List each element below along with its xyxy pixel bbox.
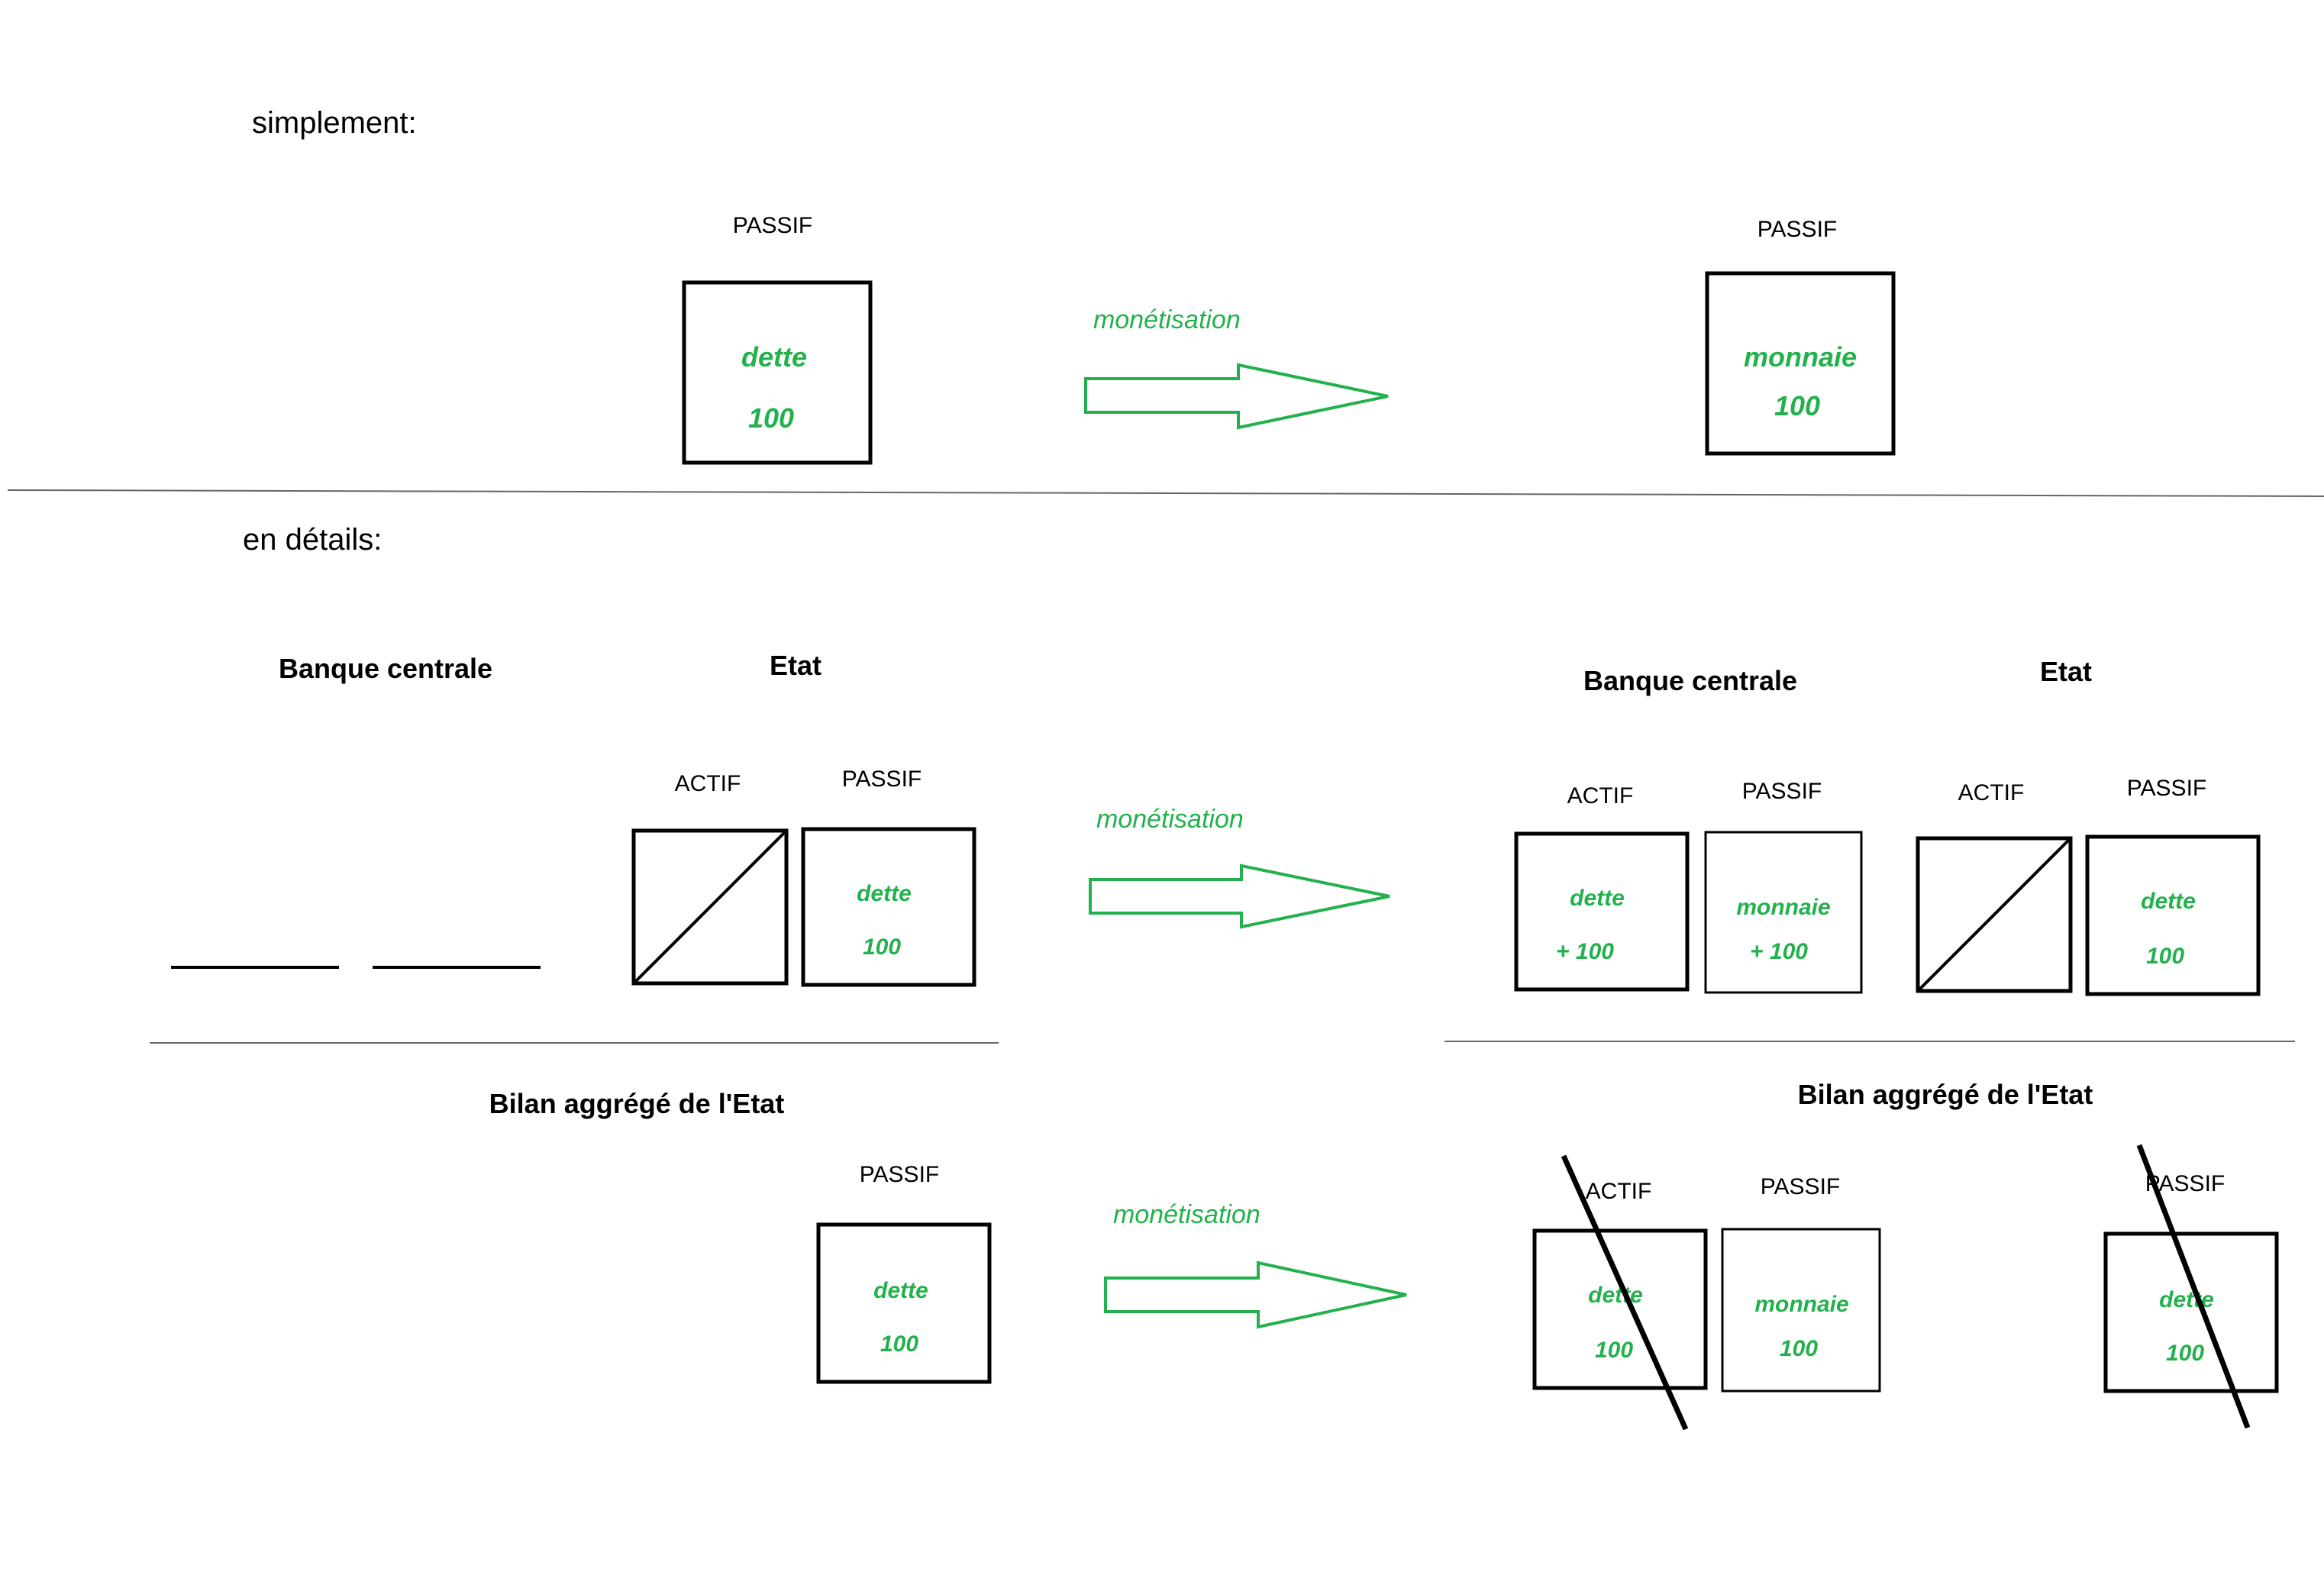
detail-after-banque-actif-value: + 100 bbox=[1556, 939, 1614, 964]
intro-detail-label: en détails: bbox=[243, 523, 382, 557]
arrow-right-icon bbox=[1104, 1260, 1407, 1329]
detail-before-etat-passif-box bbox=[801, 827, 976, 987]
detail-after-etat-passif-box bbox=[2085, 834, 2261, 996]
aggregate-after-passif2-item: dette bbox=[2159, 1287, 2214, 1312]
strike-through-line bbox=[1561, 1154, 1689, 1431]
arrow-label-2: monétisation bbox=[1096, 805, 1244, 834]
detail-after-banque-passif-header: PASSIF bbox=[1742, 779, 1822, 804]
strike-through-line bbox=[2136, 1144, 2251, 1429]
aggregate-after-passif2-box bbox=[2103, 1231, 2279, 1393]
empty-actif-diagonal bbox=[632, 829, 788, 985]
aggregate-after-passif-header: PASSIF bbox=[1761, 1174, 1840, 1199]
detail-after-banque-passif-box bbox=[1704, 831, 1863, 994]
simple-after-value: 100 bbox=[1774, 390, 1820, 421]
detail-before-etat-item: dette bbox=[857, 881, 912, 906]
arrow-right-icon bbox=[1084, 363, 1389, 430]
detail-before-etat-actif-box bbox=[631, 828, 789, 986]
detail-after-banque-actif-header: ACTIF bbox=[1567, 783, 1634, 809]
detail-before-etat-title: Etat bbox=[770, 650, 821, 681]
aggregate-after-passif-item: monnaie bbox=[1754, 1292, 1848, 1317]
detail-after-etat-value: 100 bbox=[2146, 944, 2184, 969]
aggregate-before-item: dette bbox=[873, 1278, 928, 1303]
simple-before-item: dette bbox=[741, 341, 807, 373]
aggregate-before-passif-box bbox=[816, 1222, 992, 1384]
simple-before-passif-header: PASSIF bbox=[733, 213, 812, 238]
detail-after-banque-actif-box bbox=[1514, 831, 1690, 992]
simple-after-passif-header: PASSIF bbox=[1758, 217, 1837, 242]
detail-after-banque-actif-item: dette bbox=[1570, 886, 1625, 911]
aggregate-after-passif-value: 100 bbox=[1780, 1336, 1818, 1361]
arrow-label-1: monétisation bbox=[1093, 305, 1241, 334]
aggregate-after-title: Bilan aggrégé de l'Etat bbox=[1798, 1079, 2093, 1110]
simple-after-passif-box bbox=[1705, 271, 1896, 456]
aggregate-after-actif-value: 100 bbox=[1595, 1338, 1633, 1363]
aggregate-after-actif-header: ACTIF bbox=[1586, 1179, 1652, 1204]
simple-before-value: 100 bbox=[748, 402, 794, 434]
detail-after-etat-passif-header: PASSIF bbox=[2127, 776, 2206, 801]
detail-after-banque-passif-value: + 100 bbox=[1750, 939, 1808, 964]
detail-after-etat-actif-header: ACTIF bbox=[1958, 780, 2025, 805]
aggregate-before-passif-header: PASSIF bbox=[860, 1162, 939, 1187]
detail-before-banque-title: Banque centrale bbox=[279, 653, 492, 684]
empty-actif-diagonal bbox=[1916, 837, 2072, 992]
arrow-right-icon bbox=[1089, 863, 1390, 929]
detail-after-banque-passif-item: monnaie bbox=[1736, 895, 1830, 920]
arrow-label-3: monétisation bbox=[1113, 1200, 1260, 1229]
detail-after-etat-actif-box bbox=[1916, 836, 2073, 993]
aggregate-before-value: 100 bbox=[880, 1331, 918, 1357]
aggregate-after-actif-item: dette bbox=[1588, 1283, 1643, 1308]
detail-before-etat-value: 100 bbox=[863, 934, 901, 960]
intro-simple-label: simplement: bbox=[252, 106, 417, 140]
detail-before-etat-actif-header: ACTIF bbox=[675, 771, 741, 796]
detail-after-etat-title: Etat bbox=[2040, 656, 2092, 687]
simple-after-item: monnaie bbox=[1744, 341, 1857, 373]
detail-after-etat-item: dette bbox=[2141, 889, 2196, 914]
simple-before-passif-box bbox=[682, 280, 873, 465]
aggregate-after-actif-box bbox=[1532, 1228, 1708, 1390]
aggregate-before-title: Bilan aggrégé de l'Etat bbox=[489, 1088, 785, 1119]
section-separator bbox=[7, 489, 2324, 497]
aggregate-after-passif2-value: 100 bbox=[2166, 1341, 2204, 1366]
detail-before-etat-passif-header: PASSIF bbox=[842, 767, 922, 792]
aggregate-after-passif-box bbox=[1721, 1228, 1881, 1393]
detail-after-banque-title: Banque centrale bbox=[1583, 665, 1797, 696]
